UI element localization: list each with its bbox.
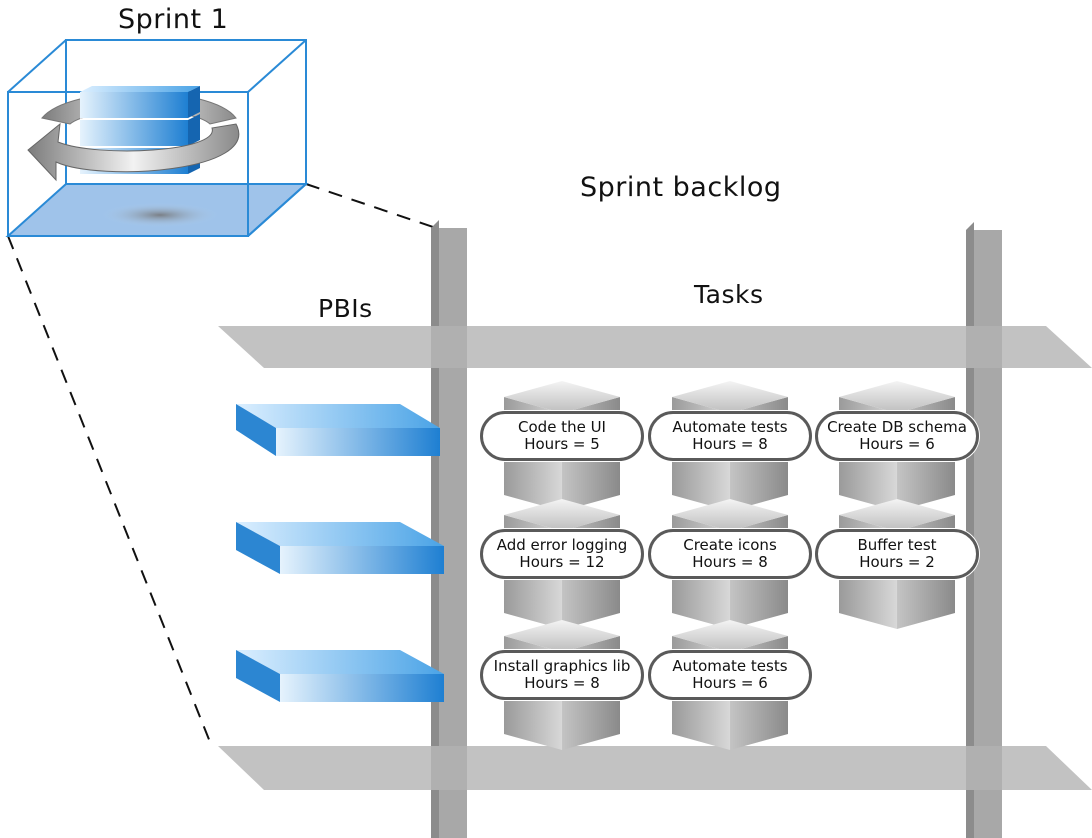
pbi-item-1 [236,404,440,456]
task-name: Add error logging [496,536,628,554]
task-hours: Hours = 5 [524,435,600,453]
task-name: Automate tests [672,657,788,675]
sprint-box-icon [5,39,309,237]
top-shelf [218,326,1092,368]
sprint-box-shadow [102,203,218,227]
tasks-column-header: Tasks [694,280,764,309]
task-hours: Hours = 8 [692,435,768,453]
zoom-guide-lines [7,183,437,743]
task-hours: Hours = 6 [859,435,935,453]
task-name: Buffer test [857,536,937,554]
pbi-item-3 [236,650,444,702]
task-name: Code the UI [518,418,606,436]
loop-arrow-front [27,122,240,182]
sprint-label: Sprint 1 [118,4,229,35]
task-hours: Hours = 2 [859,553,935,571]
task-hours: Hours = 12 [519,553,605,571]
task-hours: Hours = 6 [692,674,768,692]
task-name: Install graphics lib [493,657,631,675]
pbi-item-2 [236,522,444,574]
bottom-shelf [218,746,1092,790]
pbis-column-header: PBIs [318,294,373,323]
backlog-grid [218,220,1092,838]
backlog-title: Sprint backlog [580,172,782,203]
task-name: Create icons [683,536,777,554]
pbi-list [236,404,444,702]
task-hours: Hours = 8 [692,553,768,571]
task-hours: Hours = 8 [524,674,600,692]
task-name: Create DB schema [827,418,967,436]
task-name: Automate tests [672,418,788,436]
